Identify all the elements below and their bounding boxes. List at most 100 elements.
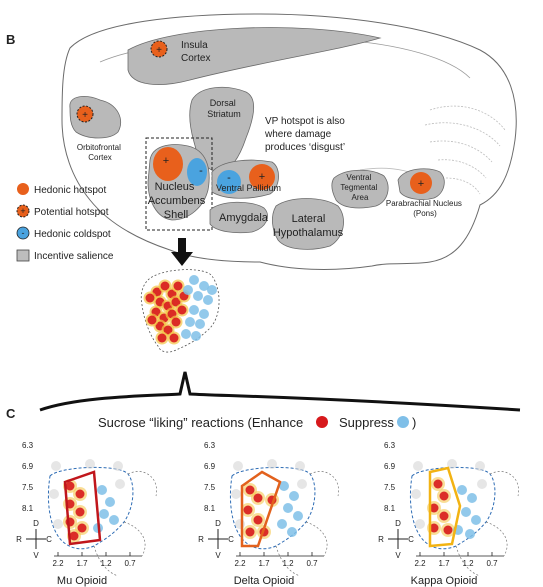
legend-hotspot-swatch	[17, 183, 29, 195]
nacc-hotspot	[153, 147, 183, 181]
nacc-map-suppress-dot	[203, 295, 213, 305]
compass-label-d: D	[33, 519, 39, 528]
enhance-dot	[245, 485, 255, 495]
insula-potential-hotspot	[150, 40, 168, 58]
sucrose-title: Sucrose “liking” reactions (Enhance	[98, 415, 303, 430]
compass-label-r: R	[198, 535, 204, 544]
x-tick-label: 2.2	[414, 559, 426, 568]
enhance-dot	[439, 511, 449, 521]
vta-label: Ventral Tegmental Area	[340, 173, 379, 202]
dorsal-striatum-label: Dorsal Striatum	[207, 98, 241, 119]
parabrachial-hotspot-plus: +	[418, 178, 424, 190]
opioid-title: Delta Opioid	[234, 575, 295, 587]
x-tick-label: 1.2	[100, 559, 112, 568]
vta-region	[331, 169, 389, 209]
enhance-dot	[253, 515, 263, 525]
panel-b-label: B	[6, 32, 15, 47]
down-arrow	[171, 238, 193, 266]
orbitofrontal-potential-hotspot	[76, 105, 94, 123]
suppress-dot	[461, 507, 471, 517]
x-tick-label: 2.2	[52, 559, 64, 568]
compass-label-c: C	[408, 535, 414, 544]
opioid-outline	[240, 470, 282, 548]
x-tick-label: 1.2	[282, 559, 294, 568]
nacc-map-enhance-dot	[163, 325, 173, 335]
suppress-dot	[289, 491, 299, 501]
suppress-dot	[277, 519, 287, 529]
faint-dot	[231, 489, 241, 499]
enhance-dot	[443, 525, 453, 535]
x-tick-label: 1.7	[438, 559, 450, 568]
faint-dot	[297, 479, 307, 489]
nacc-map-enhance-dot	[173, 281, 183, 291]
nucleus-accumbens-label: Nucleus Accumbens Shell	[148, 181, 209, 221]
amygdala-label: Amygdala	[219, 212, 269, 224]
suppress-dot	[279, 481, 289, 491]
enhance-dot	[253, 493, 263, 503]
compass-label-r: R	[16, 535, 22, 544]
legend-salience-label: Incentive salience	[34, 251, 114, 262]
suppress-dot	[283, 503, 293, 513]
faint-dot	[53, 519, 63, 529]
nacc-map-suppress-dot	[199, 309, 209, 319]
enhance-dot	[245, 527, 255, 537]
nacc-map-dots	[143, 275, 217, 345]
legend-hotspot-label: Hedonic hotspot	[34, 185, 106, 196]
faint-dot	[235, 519, 245, 529]
faint-dot	[411, 489, 421, 499]
legend-coldspot-minus: -	[22, 228, 25, 238]
faint-dot	[295, 461, 305, 471]
enhance-dot	[429, 523, 439, 533]
sucrose-suppress-label: Suppress	[339, 415, 394, 430]
enhance-dot	[69, 531, 79, 541]
enhance-dot	[77, 523, 87, 533]
faint-dot	[49, 489, 59, 499]
faint-dot	[415, 519, 425, 529]
x-tick-label: 1.2	[462, 559, 474, 568]
y-tick-label: 6.3	[204, 441, 216, 450]
faint-dot	[475, 461, 485, 471]
nacc-map-suppress-dot	[181, 329, 191, 339]
suppress-dot	[287, 527, 297, 537]
nacc-map-suppress-dot	[199, 281, 209, 291]
panel-brace	[39, 371, 521, 412]
cerebellum-folds	[424, 105, 506, 195]
parabrachial-label: Parabrachial Nucleus (Pons)	[386, 199, 464, 218]
vp-hotspot	[249, 164, 275, 190]
nacc-map-suppress-dot	[207, 285, 217, 295]
faint-dot	[233, 461, 243, 471]
y-tick-label: 6.9	[22, 462, 34, 471]
nacc-map-enhance-dot	[145, 293, 155, 303]
nacc-map-enhance-dot	[169, 333, 179, 343]
enhance-dot	[75, 507, 85, 517]
compass-label-c: C	[228, 535, 234, 544]
faint-dot	[477, 479, 487, 489]
anatomical-lines	[455, 471, 519, 577]
compass-label-d: D	[215, 519, 221, 528]
enhance-dot	[433, 479, 443, 489]
suppress-dot	[97, 485, 107, 495]
suppress-dot	[467, 493, 477, 503]
nacc-coldspot	[187, 158, 207, 186]
y-tick-label: 8.1	[22, 504, 34, 513]
y-tick-label: 7.5	[384, 483, 396, 492]
y-tick-label: 6.3	[384, 441, 396, 450]
vp-coldspot-minus: -	[227, 172, 231, 184]
enhance-dot	[65, 481, 75, 491]
compass-label-c: C	[46, 535, 52, 544]
parabrachial-hotspot	[410, 172, 432, 194]
enhance-dot	[75, 489, 85, 499]
nacc-map-enhance-dot	[160, 281, 170, 291]
nacc-map-suppress-dot	[189, 305, 199, 315]
x-tick-label: 0.7	[124, 559, 136, 568]
legend-salience-swatch	[16, 249, 30, 262]
faint-dot	[85, 459, 95, 469]
nacc-map-enhance-dot	[177, 305, 187, 315]
x-tick-label: 1.7	[76, 559, 88, 568]
legend-coldspot-swatch	[16, 226, 30, 240]
lateral-hypothalamus-label: Lateral Hypothalamus	[273, 213, 344, 239]
nacc-map-suppress-dot	[183, 285, 193, 295]
